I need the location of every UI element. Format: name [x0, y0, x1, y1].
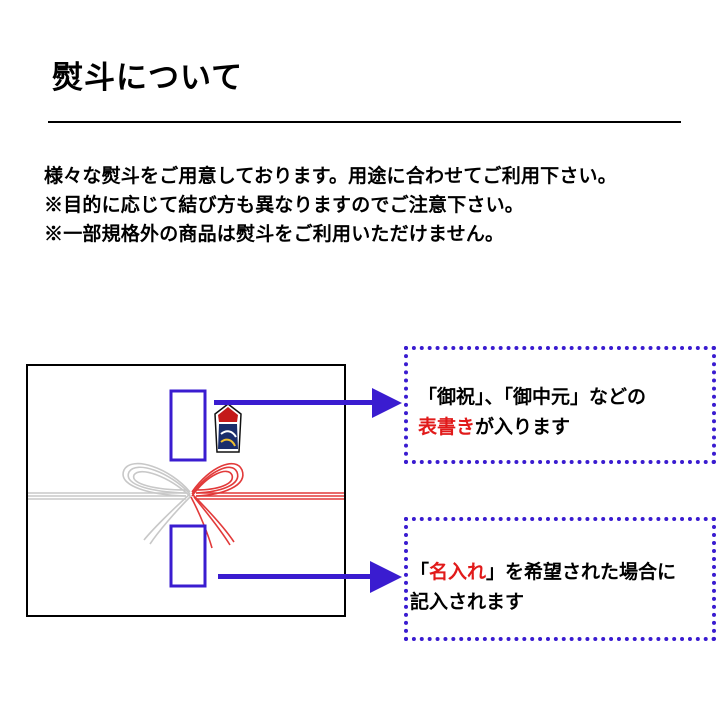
intro-line-exception-note: ※一部規格外の商品は熨斗をご利用いただけません。: [44, 223, 505, 245]
noshi-icon: [214, 403, 242, 453]
title-divider: [48, 121, 681, 123]
noshi-diagram-frame: [26, 364, 346, 617]
page-title: 熨斗について: [52, 60, 244, 96]
naire-callout-text: 「名入れ」を希望された場合に 記入されます: [410, 557, 676, 617]
naire-callout-line-1-rest: 」を希望された場合に: [486, 561, 677, 583]
omotegaki-callout-line-2-rest: が入ります: [475, 416, 571, 438]
intro-line-tie-note: ※目的に応じて結び方も異なりますのでご注意下さい。: [44, 194, 525, 216]
intro-text: 様々な熨斗をご用意しております。用途に合わせてご利用下さい。 ※目的に応じて結び…: [44, 162, 617, 249]
naire-callout-line-1: 「名入れ」を希望された場合に: [410, 557, 676, 587]
omotegaki-callout-line-1: 「御祝」、「御中元」などの: [418, 386, 647, 408]
omotegaki-highlight: 表書き: [418, 416, 476, 438]
mizuhiki-gray-loop: [122, 462, 192, 545]
naire-callout: 「名入れ」を希望された場合に 記入されます: [404, 517, 716, 641]
omotegaki-callout-text: 「御祝」、「御中元」などの 表書きが入ります: [418, 382, 646, 442]
omotegaki-callout-line-2: 表書きが入ります: [418, 412, 646, 442]
arrow-right-icon: [214, 388, 402, 418]
mizuhiki-red-loop: [190, 462, 244, 549]
name-placeholder: [169, 524, 207, 588]
naire-open-bracket: 「: [410, 561, 430, 583]
omotegaki-placeholder: [169, 389, 207, 462]
omotegaki-callout: 「御祝」、「御中元」などの 表書きが入ります: [404, 346, 716, 464]
naire-callout-line-2: 記入されます: [410, 591, 525, 613]
arrow-right-icon: [218, 561, 402, 593]
intro-line-usage: 様々な熨斗をご用意しております。用途に合わせてご利用下さい。: [44, 165, 617, 187]
naire-highlight: 名入れ: [429, 561, 487, 583]
